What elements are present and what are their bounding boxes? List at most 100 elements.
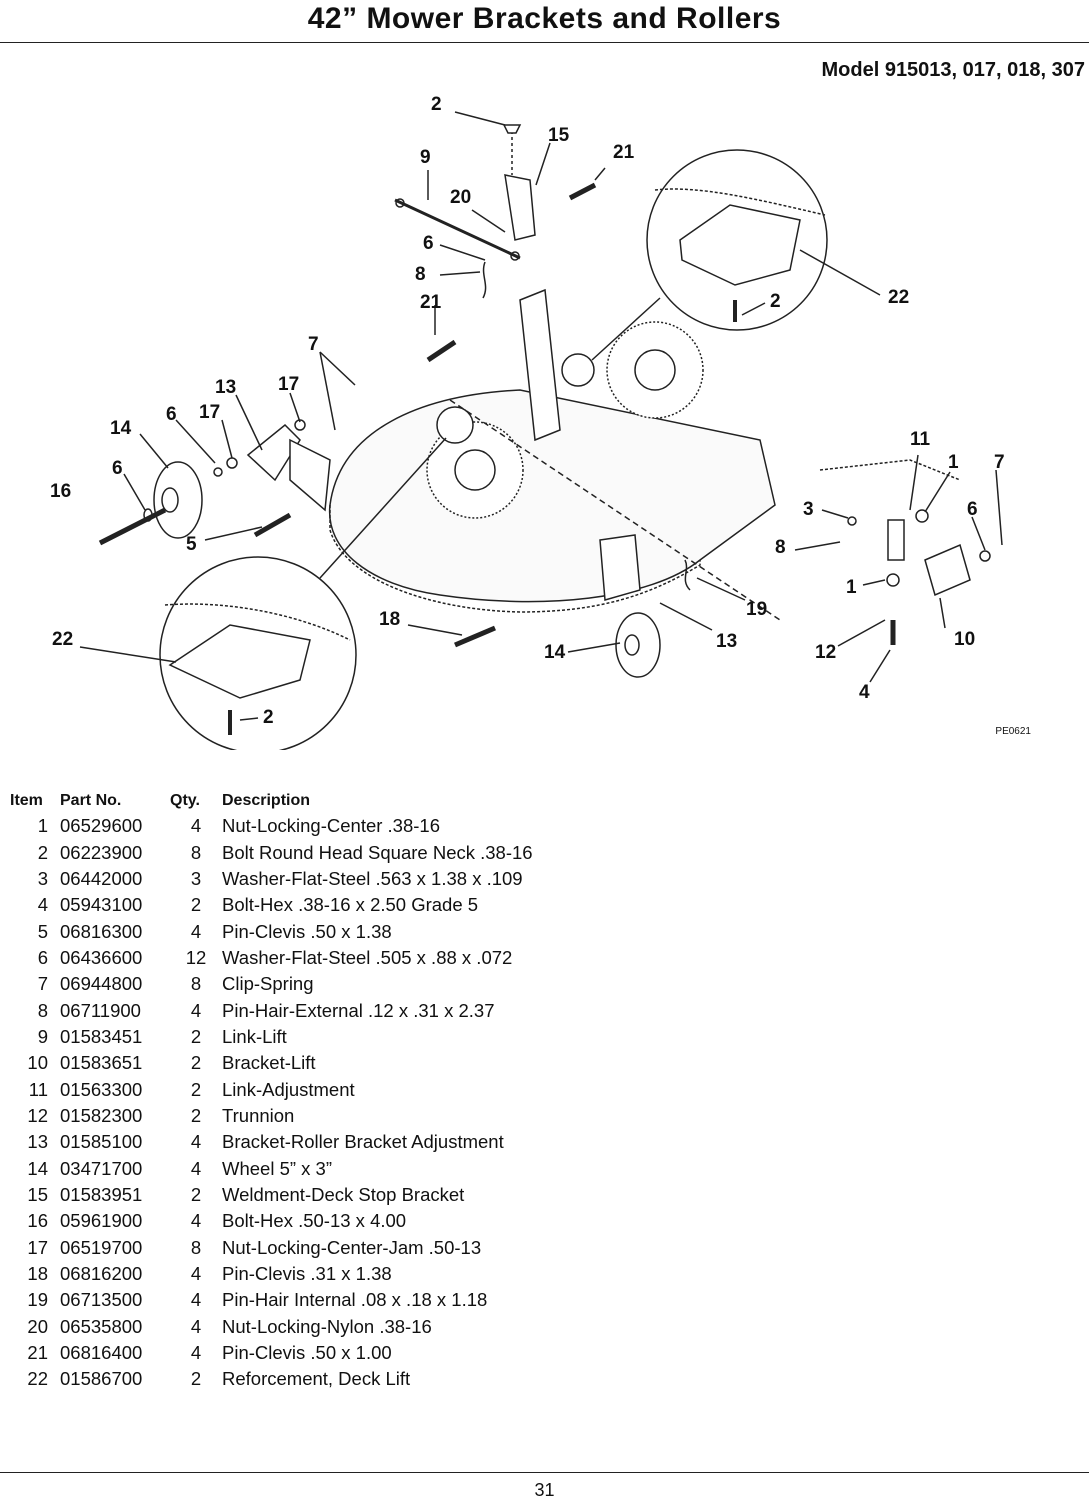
callout-8: 8 <box>415 264 426 285</box>
description: Nut-Locking-Nylon .38-16 <box>222 1315 432 1337</box>
roller-bracket-left <box>246 423 301 482</box>
figure-code: PE0621 <box>995 726 1031 737</box>
callout-1: 1 <box>948 452 959 473</box>
description: Bracket-Lift <box>222 1052 316 1074</box>
item-number: 8 <box>37 999 48 1021</box>
quantity: 4 <box>190 815 202 837</box>
callout-7: 7 <box>994 452 1005 473</box>
item-number: 16 <box>27 1210 48 1232</box>
quantity: 4 <box>190 1289 202 1311</box>
col-part-header: Part No. <box>60 792 122 809</box>
callout-14: 14 <box>544 642 566 663</box>
description: Trunnion <box>222 1104 295 1126</box>
callout-17: 17 <box>199 402 220 423</box>
part-number: 06442000 <box>60 867 143 889</box>
part-number: 03471700 <box>60 1157 143 1179</box>
callout-7: 7 <box>308 334 319 355</box>
callout-22: 22 <box>888 287 909 308</box>
deck-stop-bracket <box>504 174 536 241</box>
description: Bolt Round Head Square Neck .38-16 <box>222 841 533 863</box>
item-number: 17 <box>27 1236 48 1258</box>
part-number: 06223900 <box>60 841 143 863</box>
callout-9: 9 <box>420 147 431 168</box>
item-number: 4 <box>37 894 48 916</box>
quantity: 2 <box>190 1104 202 1126</box>
item-number: 7 <box>37 973 48 995</box>
callout-11: 11 <box>910 429 931 450</box>
quantity: 4 <box>190 1157 202 1179</box>
part-number: 06519700 <box>60 1236 143 1258</box>
item-number: 15 <box>27 1183 48 1205</box>
page-number: 31 <box>534 1480 555 1500</box>
parts-list-header: Item Part No. Qty. Description <box>8 789 648 813</box>
callout-6: 6 <box>166 404 177 425</box>
callout-3: 3 <box>803 499 814 520</box>
description: Bracket-Roller Bracket Adjustment <box>222 1131 504 1153</box>
quantity: 2 <box>190 1078 202 1100</box>
item-number: 3 <box>37 867 48 889</box>
roller-wheel-front <box>615 612 661 678</box>
deck-rear-rail <box>519 288 561 442</box>
callout-17: 17 <box>278 374 299 395</box>
description: Clip-Spring <box>222 973 314 995</box>
part-number: 01583451 <box>60 1025 143 1047</box>
description: Washer-Flat-Steel .505 x .88 x .072 <box>222 946 513 968</box>
description: Nut-Locking-Center-Jam .50-13 <box>222 1236 482 1258</box>
link-adjustment <box>887 519 905 561</box>
part-number: 01586700 <box>60 1368 143 1390</box>
quantity: 12 <box>185 946 207 968</box>
quantity: 2 <box>190 894 202 916</box>
callout-8: 8 <box>775 537 786 558</box>
footer-divider <box>0 1472 1089 1473</box>
deck-skirt <box>329 505 701 613</box>
part-number: 06713500 <box>60 1289 143 1311</box>
callout-19: 19 <box>746 599 767 620</box>
description: Reforcement, Deck Lift <box>222 1368 411 1390</box>
col-item-header: Item <box>10 792 43 809</box>
blade-spindle-right <box>606 321 704 419</box>
item-number: 6 <box>37 946 48 968</box>
callout-15: 15 <box>548 125 570 146</box>
callout-22: 22 <box>52 629 73 650</box>
part-number: 06529600 <box>60 815 143 837</box>
item-number: 19 <box>27 1289 48 1311</box>
part-number: 06816200 <box>60 1263 143 1285</box>
description: Pin-Clevis .31 x 1.38 <box>222 1263 392 1285</box>
quantity: 2 <box>190 1183 202 1205</box>
description: Nut-Locking-Center .38-16 <box>222 815 440 837</box>
callout-13: 13 <box>215 377 236 398</box>
callout-5: 5 <box>186 534 197 555</box>
description: Wheel 5” x 3” <box>222 1157 333 1179</box>
table-row: 22 01586700 2 Reforcement, Deck Lift <box>8 1366 648 1392</box>
link-lift <box>394 198 521 260</box>
part-number: 06535800 <box>60 1315 143 1337</box>
item-number: 5 <box>37 920 48 942</box>
blade-spindle-left <box>426 421 524 519</box>
callout-2: 2 <box>431 94 442 115</box>
quantity: 4 <box>190 999 202 1021</box>
description: Weldment-Deck Stop Bracket <box>222 1183 465 1205</box>
table-row: 19 06713500 4 Pin-Hair Internal .08 x .18 x… <box>8 1287 648 1313</box>
part-number: 06816400 <box>60 1342 143 1364</box>
callout-21: 21 <box>420 292 442 313</box>
quantity: 2 <box>190 1368 202 1390</box>
callout-10: 10 <box>954 629 975 650</box>
callout-2: 2 <box>263 707 274 728</box>
quantity: 2 <box>190 1025 202 1047</box>
description: Pin-Hair Internal .08 x .18 x 1.18 <box>222 1289 488 1311</box>
part-number: 01585100 <box>60 1131 143 1153</box>
title-divider <box>0 42 1089 43</box>
item-number: 22 <box>27 1368 48 1390</box>
quantity: 4 <box>190 1263 202 1285</box>
exploded-parts-diagram: 2 15 21 9 20 6 8 21 2 22 7 13 17 6 17 14… <box>50 94 1005 750</box>
